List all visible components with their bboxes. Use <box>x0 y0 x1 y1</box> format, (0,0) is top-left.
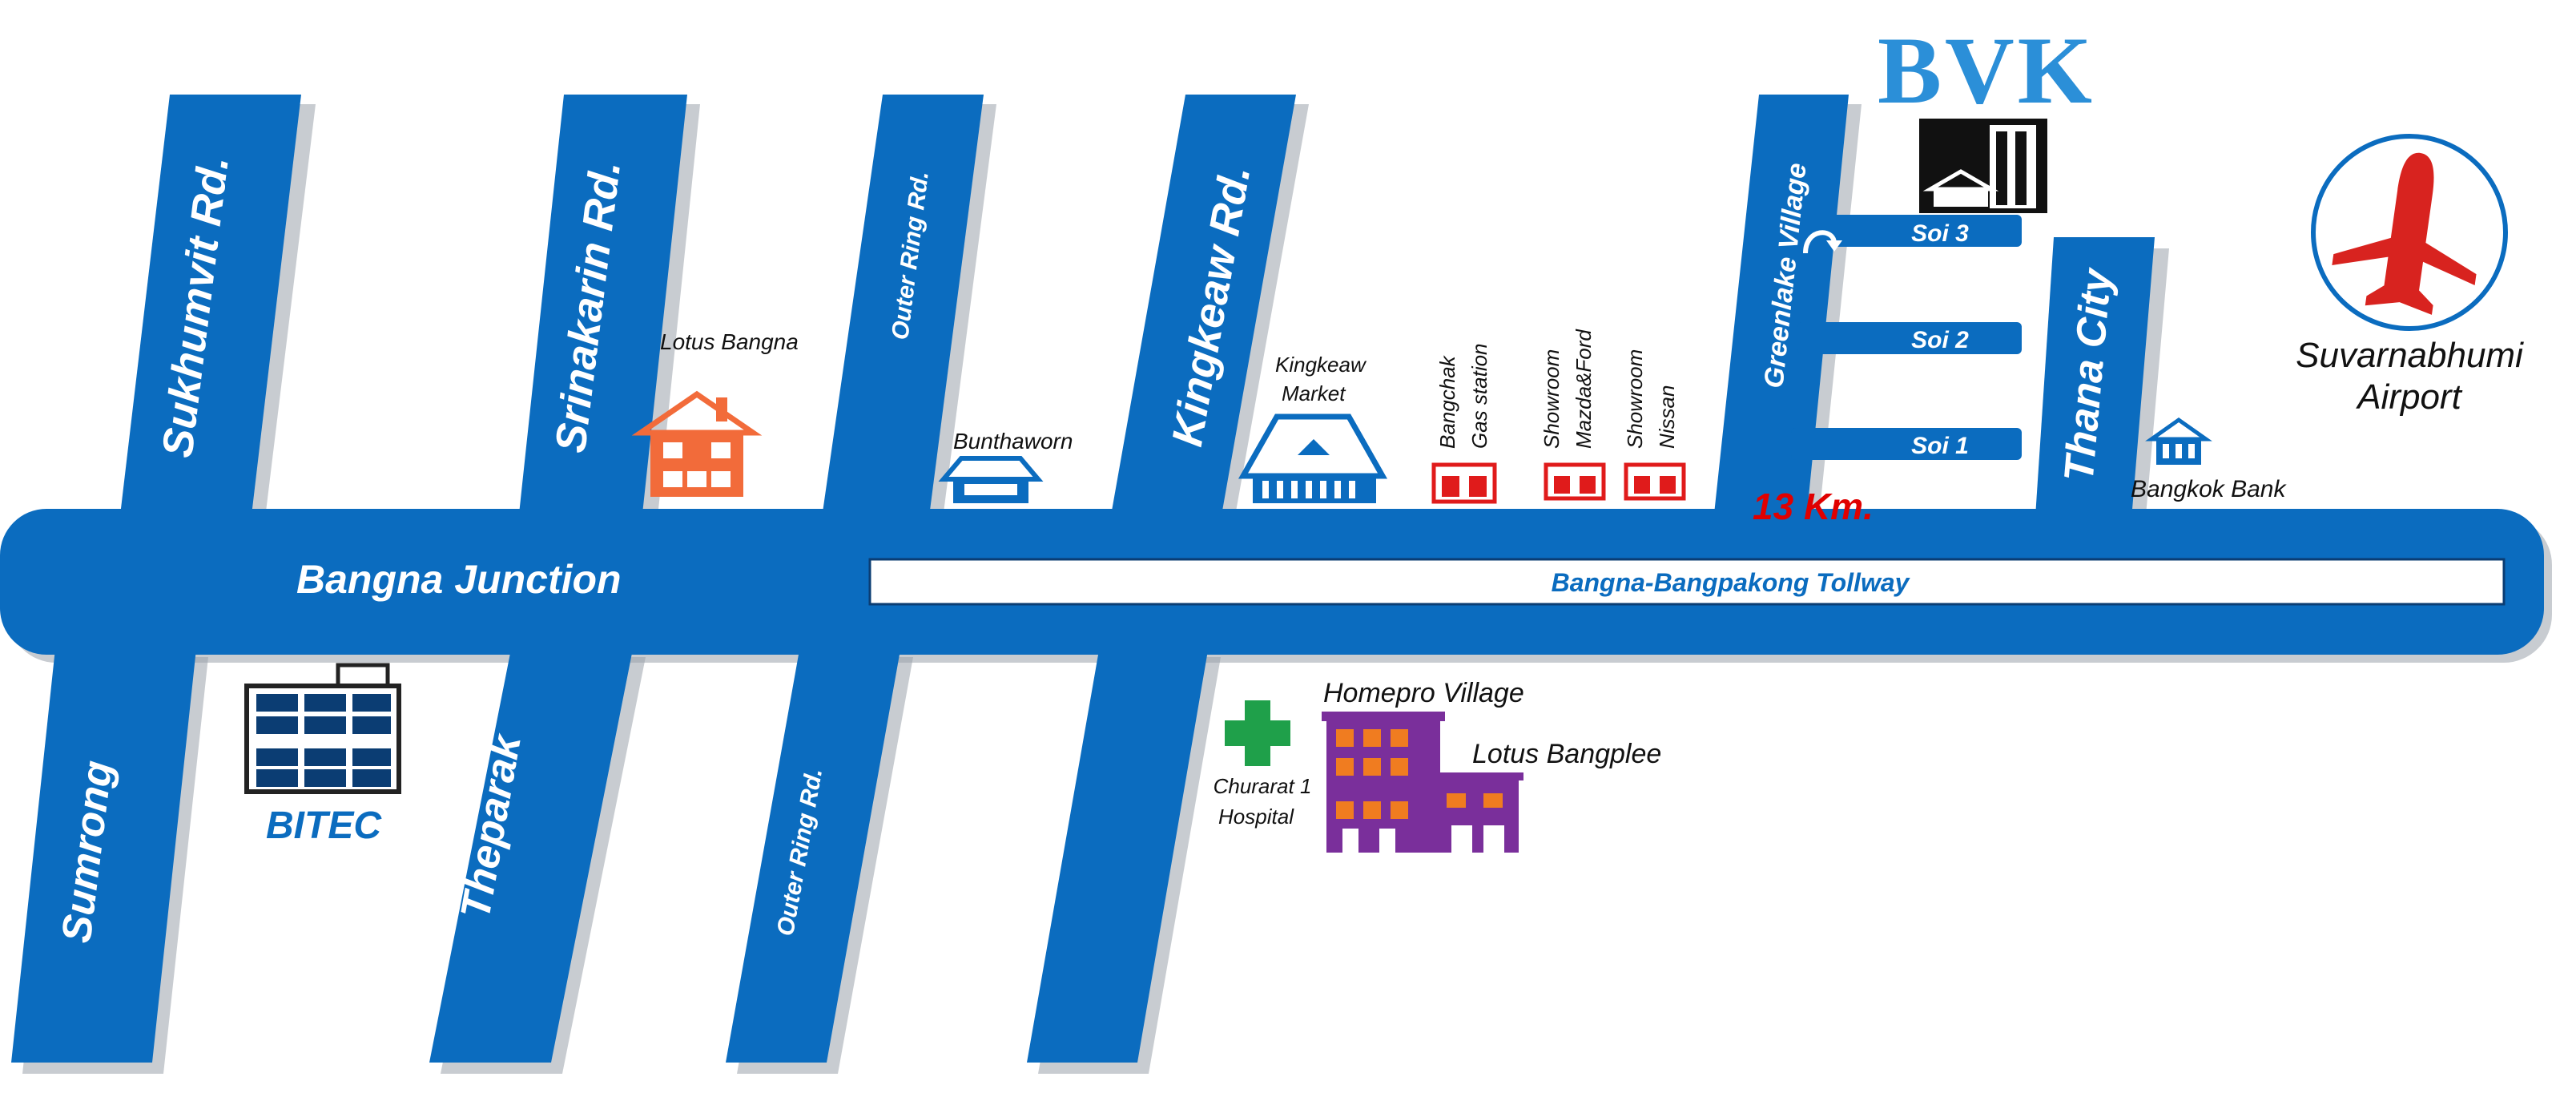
thana-city-road <box>2035 237 2155 529</box>
tollway-bar <box>868 558 2506 606</box>
soi-2-road <box>1797 322 2022 354</box>
lotus-bangplee-label: Lotus Bangplee <box>1472 739 1661 769</box>
kingkeaw-road <box>1109 95 1296 529</box>
sukhumvit-road <box>119 95 301 529</box>
soi-1-road <box>1791 428 2022 460</box>
bitec-label: BITEC <box>266 805 382 847</box>
shopping-mall-icon <box>1322 712 1523 853</box>
bangchak-label-2: Gas station <box>1467 343 1491 449</box>
soi-3-label: Soi 3 <box>1911 220 1969 247</box>
bangchak-label-1: Bangchak <box>1435 354 1459 449</box>
office-building-icon <box>1919 119 2047 213</box>
soi-1-label: Soi 1 <box>1911 433 1969 459</box>
kingkeaw-market-label-1: Kingkeaw <box>1275 353 1367 377</box>
hospital-cross-icon <box>1225 700 1290 766</box>
house-icon <box>631 390 763 497</box>
showroom-icon <box>1624 462 1686 501</box>
lotus-bangna-label: Lotus Bangna <box>660 329 799 354</box>
showroom-icon <box>1544 462 1606 501</box>
greenlake-road <box>1713 95 1849 529</box>
showroom1-label-2: Mazda&Ford <box>1572 329 1596 449</box>
exhibition-hall-icon <box>244 663 401 794</box>
srinakarin-road <box>517 95 687 529</box>
showroom2-label-2: Nissan <box>1655 385 1679 449</box>
soi-3-road <box>1802 215 2022 247</box>
distance-label: 13 Km. <box>1753 486 1874 527</box>
hospital-label-2: Hospital <box>1218 805 1294 829</box>
store-icon <box>938 456 1044 503</box>
airplane-icon <box>2311 134 2508 331</box>
kingkeaw-market-label-2: Market <box>1282 381 1346 405</box>
kingkeaw-south-road <box>1027 641 1210 1063</box>
bunthaworn-label: Bunthaworn <box>953 429 1073 454</box>
bangna-junction-label: Bangna Junction <box>296 557 622 602</box>
homepro-label: Homepro Village <box>1323 678 1524 708</box>
airport-label-2: Airport <box>2355 377 2462 417</box>
hospital-label-1: Churarat 1 <box>1214 774 1312 798</box>
soi-2-label: Soi 2 <box>1911 327 1969 353</box>
tollway-label: Bangna-Bangpakong Tollway <box>1552 568 1911 597</box>
showroom2-label-1: Showroom <box>1623 349 1647 449</box>
bank-icon <box>2145 417 2212 465</box>
market-icon <box>1238 413 1388 503</box>
showroom1-label-1: Showroom <box>1540 349 1564 449</box>
bvk-logo: BVK <box>1878 17 2095 123</box>
sumrong-road <box>11 641 197 1063</box>
outer-ring-south-road <box>726 641 902 1063</box>
theparak-road <box>429 641 634 1063</box>
bangkok-bank-label: Bangkok Bank <box>2131 476 2287 502</box>
gas-station-icon <box>1431 462 1497 504</box>
airport-label-1: Suvarnabhumi <box>2296 336 2524 375</box>
outer-ring-north-road <box>820 95 984 529</box>
u-turn-arrow-icon <box>1803 230 1842 254</box>
